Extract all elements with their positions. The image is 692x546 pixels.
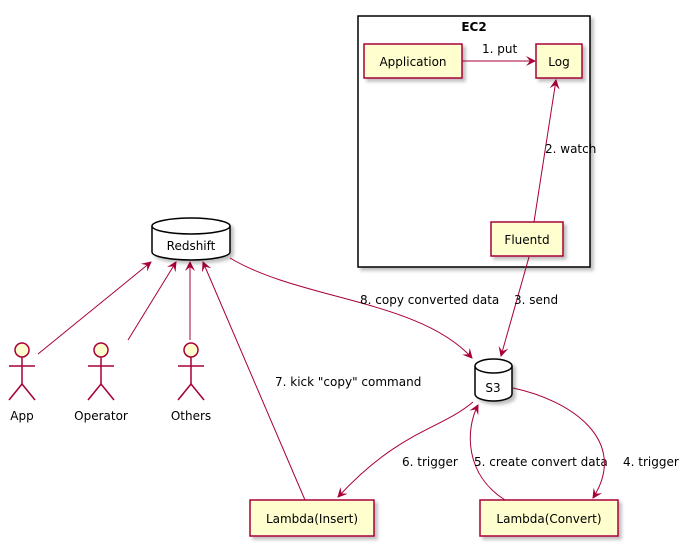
actor-app: App bbox=[8, 342, 36, 423]
svg-text:Fluentd: Fluentd bbox=[504, 233, 549, 247]
node-lambda-insert: Lambda(Insert) bbox=[249, 499, 375, 537]
svg-text:Lambda(Convert): Lambda(Convert) bbox=[496, 512, 601, 526]
edge-label-watch: 2. watch bbox=[545, 142, 596, 156]
edge-operator-redshift bbox=[127, 261, 177, 341]
node-fluentd: Fluentd bbox=[490, 221, 564, 257]
edge-app-redshift bbox=[37, 261, 152, 355]
edge-label-send: 3. send bbox=[514, 293, 558, 307]
edge-trigger-convert bbox=[512, 387, 605, 499]
svg-text:App: App bbox=[10, 409, 33, 423]
edge-create-convert bbox=[469, 404, 506, 501]
redshift-label: Redshift bbox=[167, 239, 216, 253]
edge-label-put: 1. put bbox=[482, 42, 517, 56]
edge-label-create-convert: 5. create convert data bbox=[474, 455, 608, 469]
node-application: Application bbox=[363, 43, 463, 79]
svg-text:Operator: Operator bbox=[74, 409, 128, 423]
edge-label-trigger-insert: 6. trigger bbox=[402, 455, 458, 469]
edge-label-copy-converted: 8. copy converted data bbox=[360, 293, 499, 307]
edge-watch bbox=[533, 79, 560, 223]
svg-text:Others: Others bbox=[171, 409, 211, 423]
svg-text:Lambda(Insert): Lambda(Insert) bbox=[266, 512, 358, 526]
actor-operator: Operator bbox=[74, 342, 128, 423]
actor-others: Others bbox=[171, 342, 211, 423]
svg-text:Log: Log bbox=[548, 55, 569, 69]
edge-label-trigger-convert: 4. trigger bbox=[623, 455, 679, 469]
edge-copy-converted bbox=[229, 257, 473, 359]
edge-trigger-insert bbox=[337, 401, 474, 498]
node-log: Log bbox=[535, 43, 583, 79]
edge-send bbox=[498, 256, 530, 357]
ec2-title: EC2 bbox=[461, 20, 486, 34]
edge-label-kick-copy: 7. kick "copy" command bbox=[275, 375, 421, 389]
s3-label: S3 bbox=[485, 381, 500, 395]
node-lambda-convert: Lambda(Convert) bbox=[479, 499, 619, 537]
database-s3: S3 bbox=[474, 358, 513, 402]
svg-text:Application: Application bbox=[379, 55, 446, 69]
database-redshift: Redshift bbox=[151, 217, 231, 261]
edge-kick-copy bbox=[201, 261, 306, 501]
